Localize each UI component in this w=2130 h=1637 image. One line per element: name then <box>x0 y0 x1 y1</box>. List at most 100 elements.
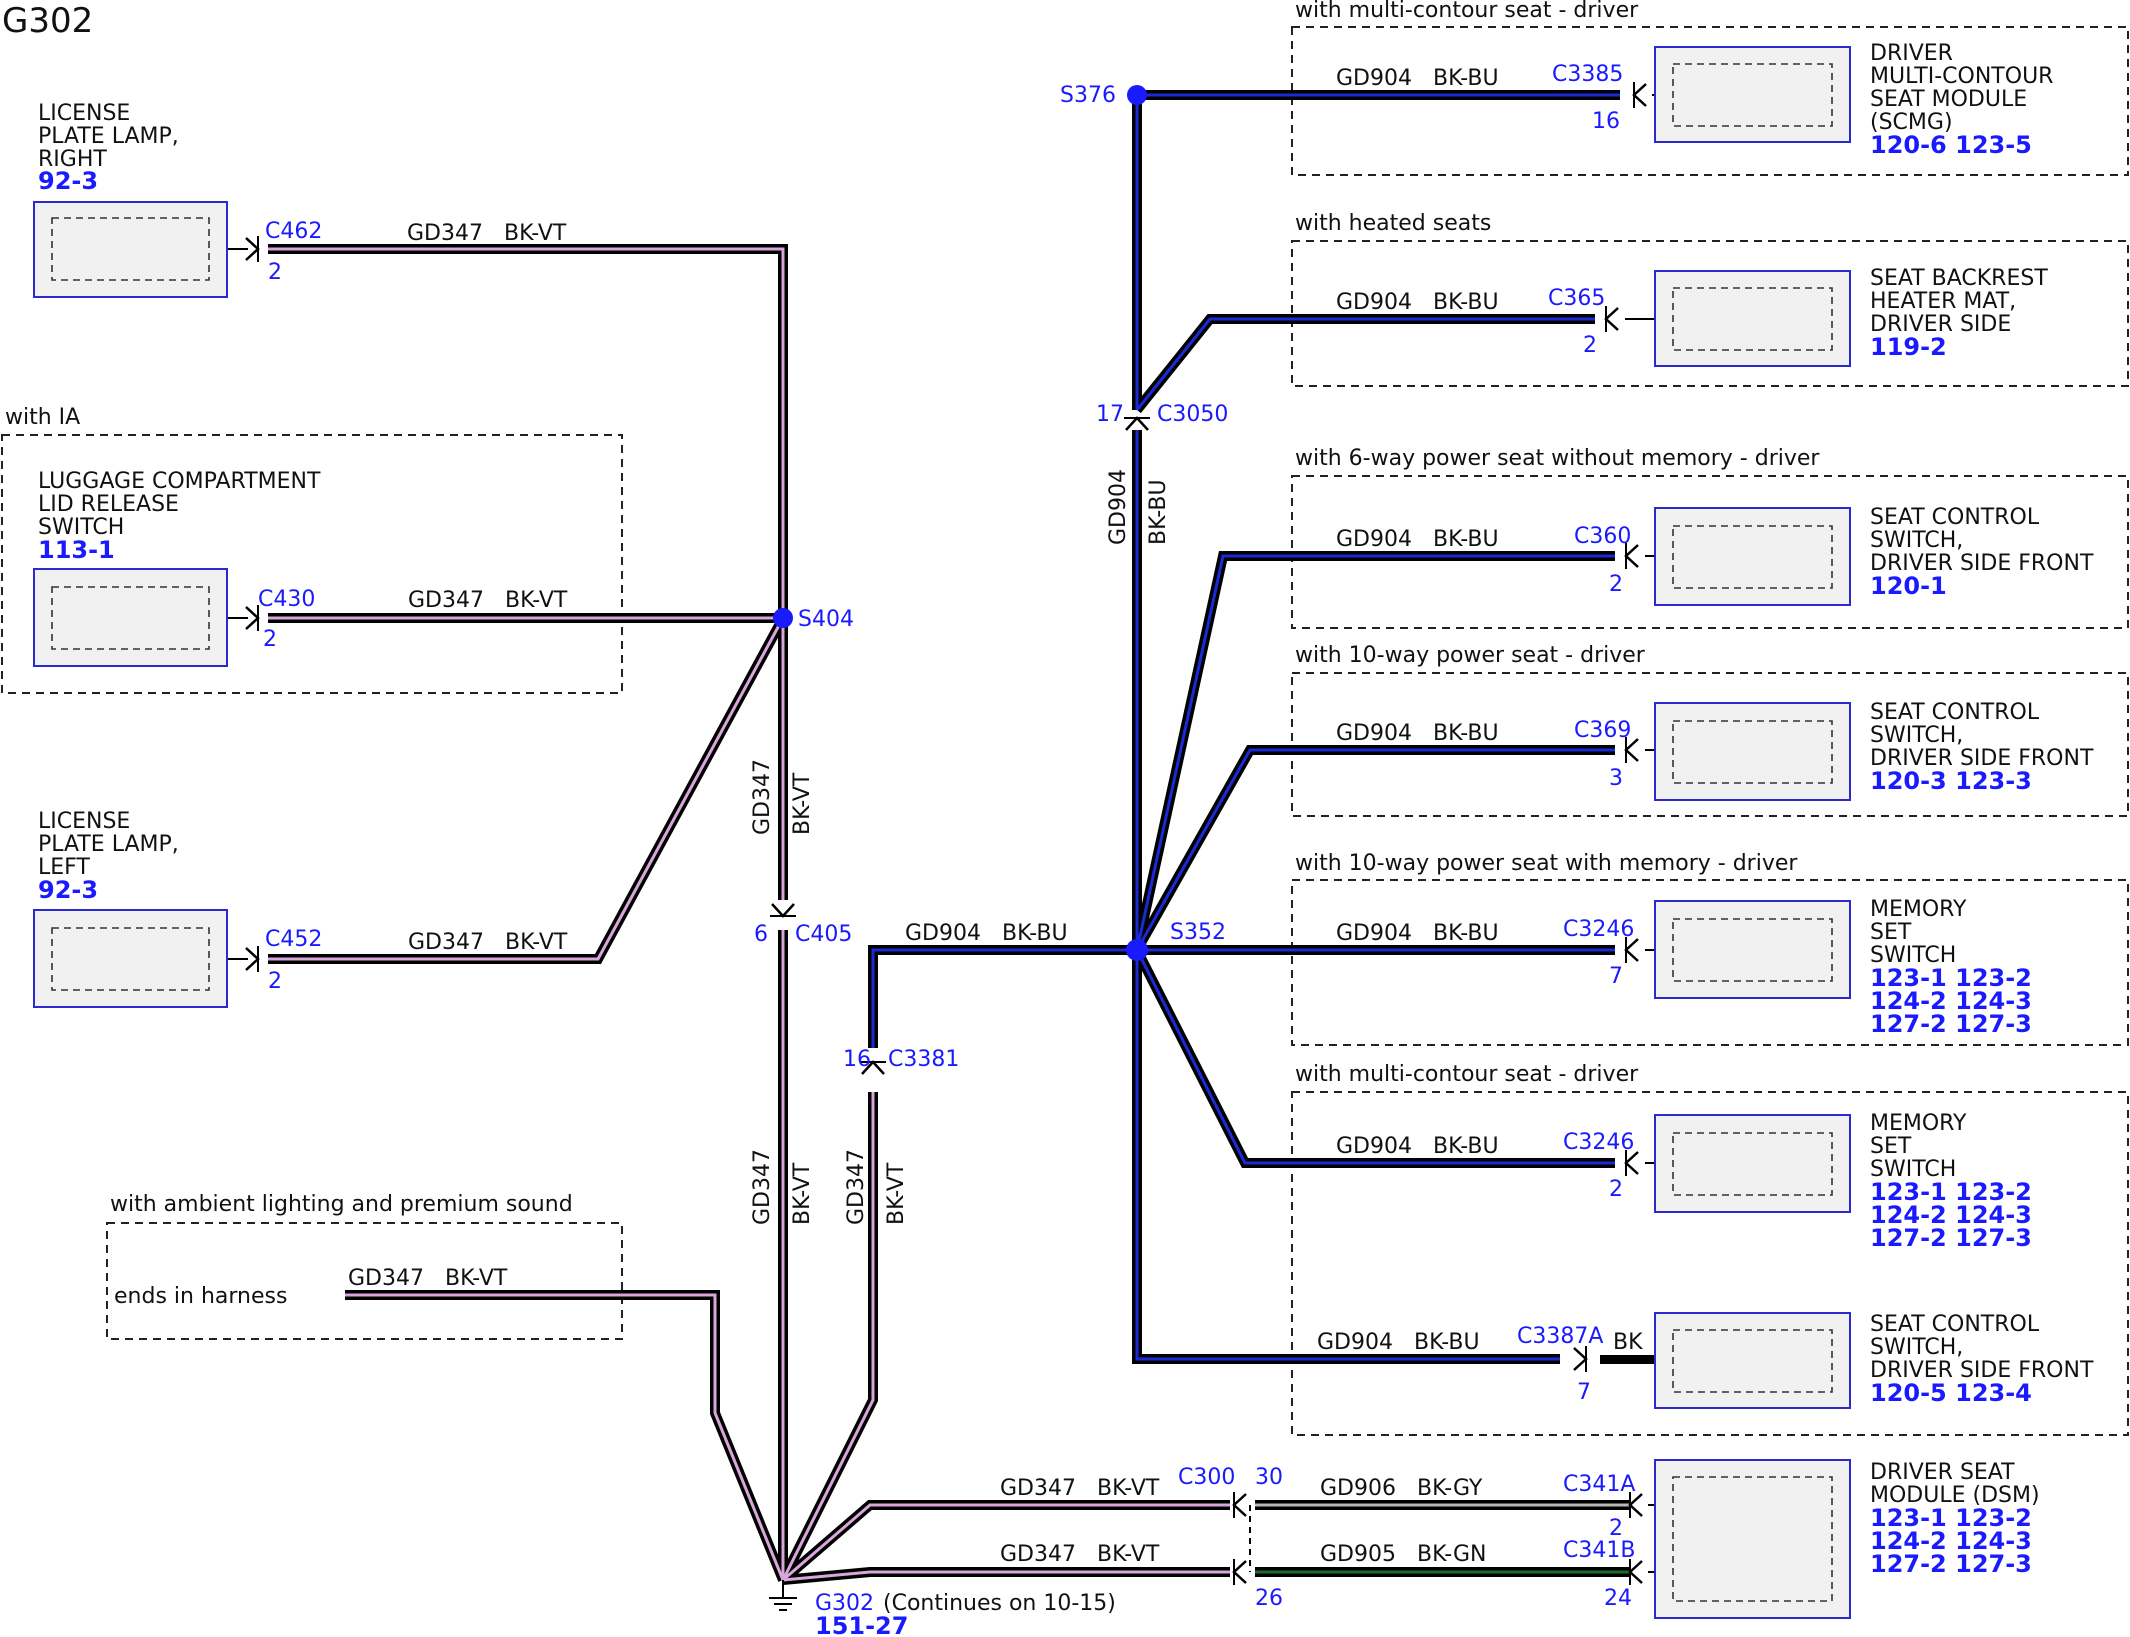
c452-label[interactable]: C452 <box>265 927 322 952</box>
mc-mem-ref-1[interactable]: 123-1 123-2 <box>1870 1178 2032 1206</box>
ten-way-ref[interactable]: 120-3 123-3 <box>1870 767 2032 795</box>
c3050-down-circuit: GD904 <box>1106 469 1131 545</box>
c341b-pin: 24 <box>1604 1586 1632 1611</box>
bottom-a-right-circuit: GD906 <box>1320 1476 1396 1501</box>
ten-mem-ref-2[interactable]: 124-2 124-3 <box>1870 987 2032 1015</box>
c341b-label[interactable]: C341B <box>1563 1538 1635 1563</box>
splice-s352[interactable] <box>1126 939 1148 961</box>
ten-mem-circuit: GD904 <box>1336 921 1412 946</box>
luggage-name-1: LUGGAGE COMPARTMENT <box>38 469 321 494</box>
c3387-short-color: BK <box>1613 1330 1643 1355</box>
connector-c3385-icon <box>1632 80 1648 110</box>
group-ia-label: with IA <box>5 405 80 430</box>
c3387-ref[interactable]: 120-5 123-4 <box>1870 1379 2032 1407</box>
svg-text:SEAT CONTROL: SEAT CONTROL <box>1870 1312 2040 1337</box>
c3246a-label[interactable]: C3246 <box>1563 917 1634 942</box>
svg-text:DRIVER SIDE FRONT: DRIVER SIDE FRONT <box>1870 1358 2094 1383</box>
mc-mem-name: MEMORY SET SWITCH <box>1870 1111 1967 1182</box>
group-ambient <box>106 1222 623 1340</box>
c369-label[interactable]: C369 <box>1574 718 1631 743</box>
c3385-pin: 16 <box>1592 109 1620 134</box>
group-mc-mem-label: with multi-contour seat - driver <box>1295 1062 1639 1087</box>
bottom-a-left-circuit: GD347 <box>1000 1476 1076 1501</box>
svg-text:MODULE (DSM): MODULE (DSM) <box>1870 1483 2040 1508</box>
c405-label[interactable]: C405 <box>795 922 852 947</box>
mc-mem-ref-2[interactable]: 124-2 124-3 <box>1870 1201 2032 1229</box>
short-bk-wire <box>1600 1355 1655 1364</box>
plate-left-name-3: LEFT <box>38 855 90 880</box>
c365-label[interactable]: C365 <box>1548 286 1605 311</box>
dsm-ref-2[interactable]: 124-2 124-3 <box>1870 1527 2032 1555</box>
s404-label[interactable]: S404 <box>798 607 854 632</box>
ambient-circuit: GD347 <box>348 1266 424 1291</box>
svg-text:(SCMG): (SCMG) <box>1870 110 1953 135</box>
svg-text:DRIVER SIDE FRONT: DRIVER SIDE FRONT <box>1870 746 2094 771</box>
c3387a-label[interactable]: C3387A <box>1517 1324 1603 1349</box>
dsm-name: DRIVER SEAT MODULE (DSM) <box>1870 1460 2040 1508</box>
plate-right-ref[interactable]: 92-3 <box>38 167 98 195</box>
c300-pin-2: 26 <box>1255 1586 1283 1611</box>
s376-label[interactable]: S376 <box>1060 83 1116 108</box>
plate-left-ref[interactable]: 92-3 <box>38 876 98 904</box>
c3050-down-color: BK-BU <box>1146 479 1171 545</box>
component-scmg[interactable] <box>1654 46 1851 143</box>
mc-mem-color: BK-BU <box>1433 1134 1499 1159</box>
scmg-ref[interactable]: 120-6 123-5 <box>1870 131 2032 159</box>
component-c3387-switch[interactable] <box>1654 1312 1851 1409</box>
component-plate-right[interactable] <box>33 201 228 298</box>
group-six-way <box>1291 475 2129 629</box>
c3381-label[interactable]: C3381 <box>888 1047 959 1072</box>
c462-label[interactable]: C462 <box>265 219 322 244</box>
group-ia <box>1 434 623 694</box>
c3385-label[interactable]: C3385 <box>1552 62 1623 87</box>
ground-note: (Continues on 10-15) <box>883 1591 1116 1616</box>
s352-label[interactable]: S352 <box>1170 920 1226 945</box>
mc-mem-ref-3[interactable]: 127-2 127-3 <box>1870 1224 2032 1252</box>
dsm-ref-3[interactable]: 127-2 127-3 <box>1870 1550 2032 1578</box>
svg-text:DRIVER SIDE: DRIVER SIDE <box>1870 312 2011 337</box>
c300-label[interactable]: C300 <box>1178 1465 1235 1490</box>
c430-label[interactable]: C430 <box>258 587 315 612</box>
c3381-down-color: BK-VT <box>884 1162 909 1225</box>
svg-text:MEMORY: MEMORY <box>1870 1111 1967 1136</box>
ten-mem-ref-3[interactable]: 127-2 127-3 <box>1870 1010 2032 1038</box>
component-six-way-switch[interactable] <box>1654 507 1851 606</box>
svg-text:SEAT CONTROL: SEAT CONTROL <box>1870 505 2040 530</box>
luggage-ref[interactable]: 113-1 <box>38 536 115 564</box>
c341a-pin: 2 <box>1609 1516 1623 1541</box>
c3246b-label[interactable]: C3246 <box>1563 1130 1634 1155</box>
scmg-name: DRIVER MULTI-CONTOUR SEAT MODULE (SCMG) <box>1870 41 2053 135</box>
six-way-circuit: GD904 <box>1336 527 1412 552</box>
c341a-label[interactable]: C341A <box>1563 1472 1635 1497</box>
svg-text:SWITCH,: SWITCH, <box>1870 528 1963 553</box>
six-way-name: SEAT CONTROL SWITCH, DRIVER SIDE FRONT <box>1870 505 2094 576</box>
c3050-label[interactable]: C3050 <box>1157 402 1228 427</box>
component-ten-mem-switch[interactable] <box>1654 900 1851 999</box>
component-dsm[interactable] <box>1654 1459 1851 1619</box>
svg-text:SEAT CONTROL: SEAT CONTROL <box>1870 700 2040 725</box>
component-luggage-switch[interactable] <box>33 568 228 667</box>
ground-ref[interactable]: 151-27 <box>815 1612 908 1637</box>
heater-name: SEAT BACKREST HEATER MAT, DRIVER SIDE <box>1870 266 2048 337</box>
dsm-ref-1[interactable]: 123-1 123-2 <box>1870 1504 2032 1532</box>
connector-c405-icon <box>768 902 798 918</box>
six-way-ref[interactable]: 120-1 <box>1870 572 1947 600</box>
svg-text:SWITCH: SWITCH <box>1870 943 1956 968</box>
component-ten-way-switch[interactable] <box>1654 702 1851 801</box>
bottom-a-left-color: BK-VT <box>1097 1476 1160 1501</box>
c452-circuit: GD347 <box>408 930 484 955</box>
splice-s376[interactable] <box>1127 85 1147 105</box>
ten-mem-ref-1[interactable]: 123-1 123-2 <box>1870 964 2032 992</box>
component-heater-mat[interactable] <box>1654 270 1851 367</box>
c360-label[interactable]: C360 <box>1574 524 1631 549</box>
component-mc-mem-switch[interactable] <box>1654 1114 1851 1213</box>
bottom-b-right-circuit: GD905 <box>1320 1542 1396 1567</box>
heater-ref[interactable]: 119-2 <box>1870 333 1947 361</box>
bottom-b-left-circuit: GD347 <box>1000 1542 1076 1567</box>
luggage-name-2: LID RELEASE <box>38 492 179 517</box>
group-mc-mem <box>1291 1091 2129 1436</box>
splice-s404[interactable] <box>773 608 793 628</box>
component-plate-left[interactable] <box>33 909 228 1008</box>
c430-color: BK-VT <box>505 588 568 613</box>
ground-label[interactable]: G302 <box>815 1591 874 1616</box>
